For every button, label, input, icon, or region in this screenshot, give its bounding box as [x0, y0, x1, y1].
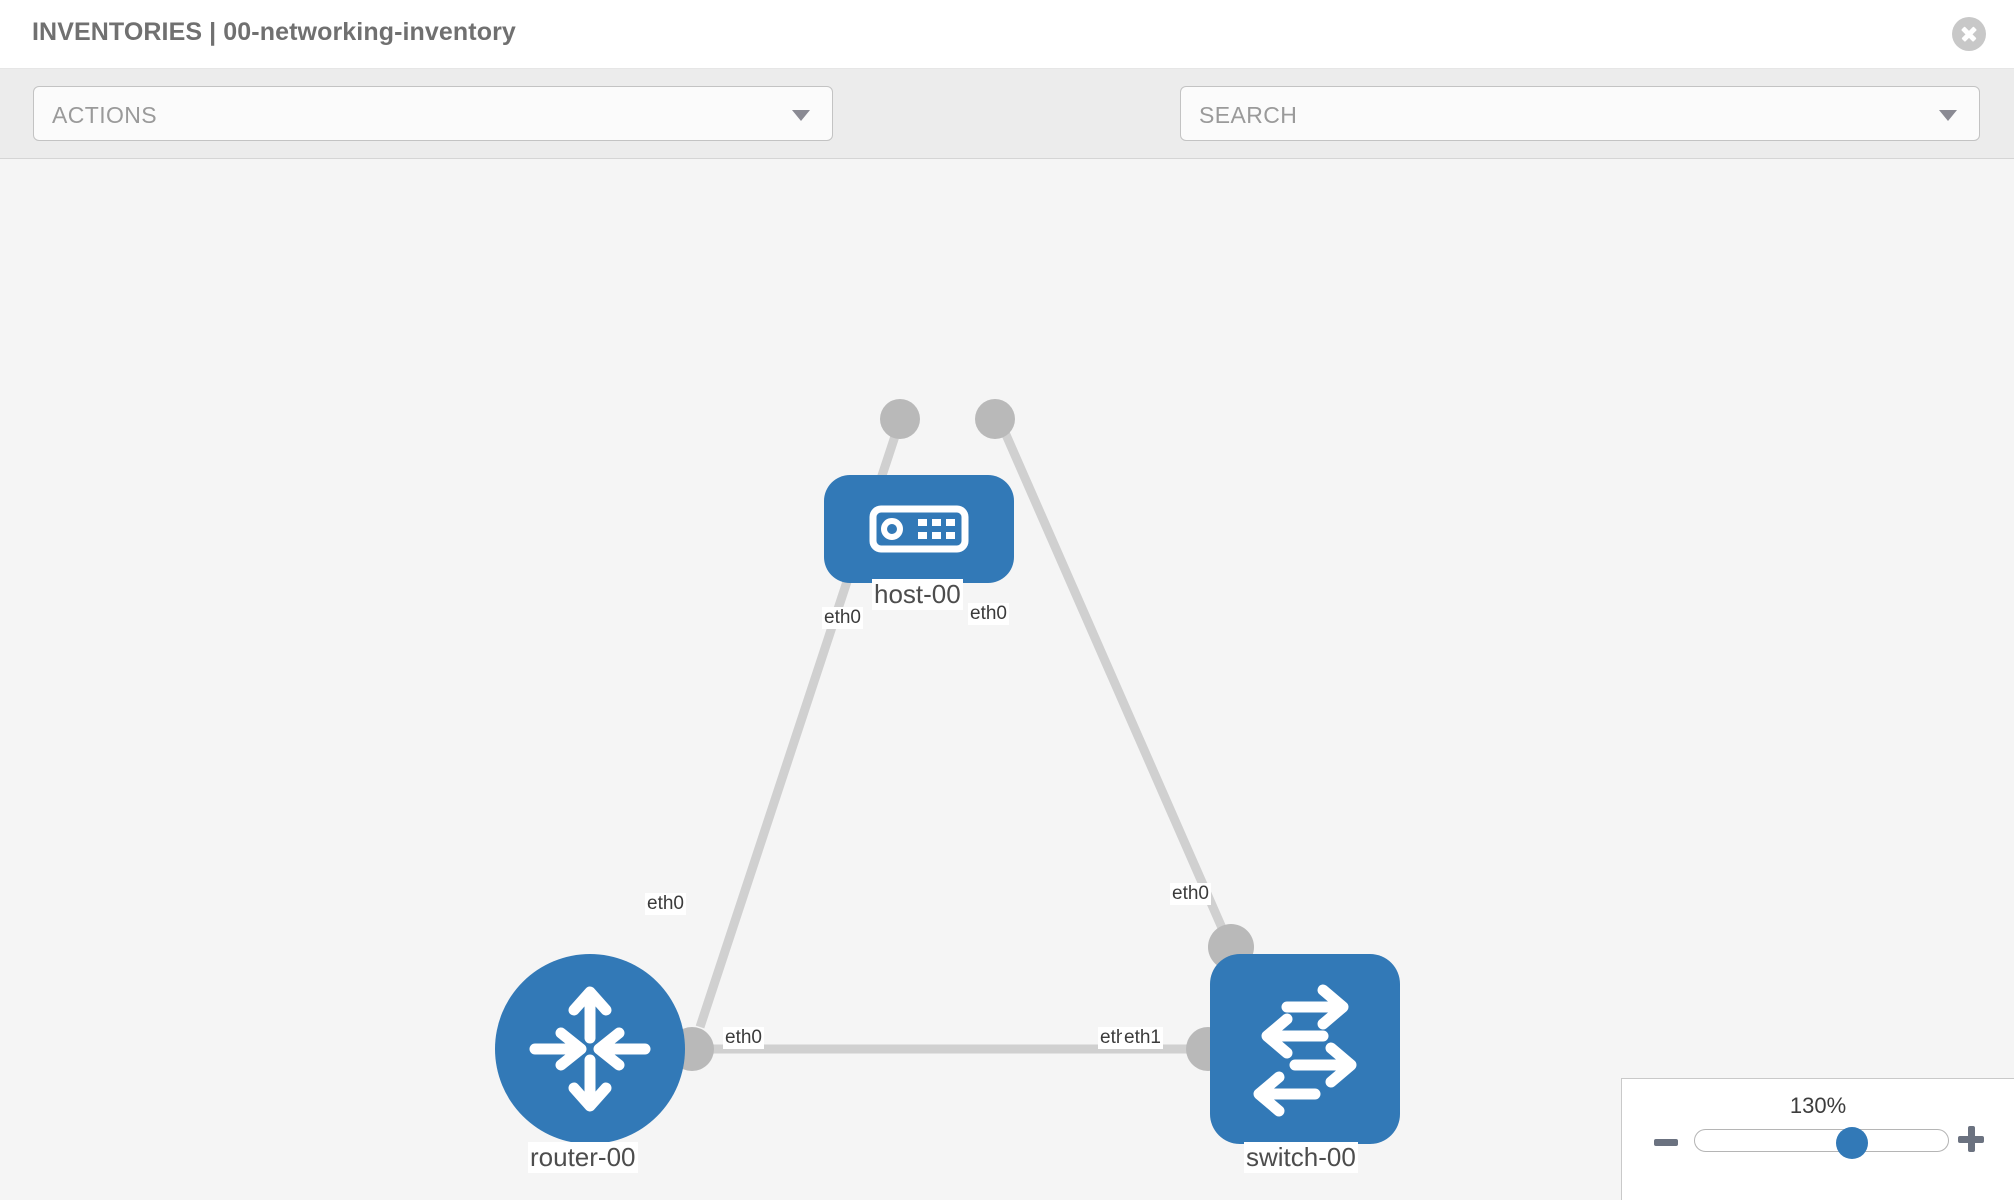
page-title: INVENTORIES | 00-networking-inventory	[32, 18, 516, 46]
zoom-control-panel: 130%	[1621, 1078, 2014, 1200]
topology-canvas[interactable]: host-00	[0, 159, 2014, 1200]
edge-label-router-up: eth0	[645, 893, 686, 915]
search-input[interactable]: SEARCH	[1180, 86, 1980, 141]
actions-dropdown-label: ACTIONS	[52, 102, 158, 128]
plus-icon-vertical	[1968, 1126, 1975, 1152]
chevron-down-icon	[792, 109, 810, 121]
connector-stub-host-left	[880, 399, 920, 439]
connector-stub-host-right	[975, 399, 1015, 439]
edge-label-switch-up: eth0	[1170, 883, 1211, 905]
topology-edges	[690, 419, 1245, 1054]
zoom-slider-thumb[interactable]	[1836, 1127, 1869, 1159]
zoom-in-button[interactable]	[1958, 1126, 1984, 1152]
server-icon	[869, 505, 969, 553]
node-router-00-label: router-00	[528, 1142, 638, 1173]
zoom-level-value: 130%	[1789, 1093, 1847, 1118]
edge-label-host-left: eth0	[822, 607, 863, 629]
edge-host-switch	[995, 419, 1245, 971]
page-header: INVENTORIES | 00-networking-inventory	[0, 0, 2014, 69]
search-input-placeholder: SEARCH	[1199, 102, 1298, 128]
close-icon[interactable]	[1952, 17, 1986, 51]
switch-arrows-icon	[1253, 984, 1357, 1117]
node-host-00-label: host-00	[872, 579, 963, 610]
edge-label-switch-left-b: eth1	[1122, 1027, 1163, 1049]
edge-label-router-right: eth0	[723, 1027, 764, 1049]
zoom-slider-track[interactable]	[1694, 1129, 1949, 1152]
node-switch-00-shape	[1210, 954, 1400, 1144]
node-host-00[interactable]: host-00	[824, 475, 1014, 610]
node-router-00-shape	[495, 954, 685, 1144]
router-arrows-icon	[529, 986, 651, 1112]
node-host-00-shape	[824, 475, 1014, 583]
edge-label-host-right: eth0	[968, 603, 1009, 625]
zoom-out-button[interactable]	[1654, 1139, 1678, 1146]
node-switch-00-label: switch-00	[1244, 1142, 1358, 1173]
toolbar: ACTIONS SEARCH	[0, 69, 2014, 201]
actions-dropdown[interactable]: ACTIONS	[33, 86, 833, 141]
chevron-down-icon	[1939, 109, 1957, 121]
node-switch-00[interactable]: switch-00	[1210, 954, 1400, 1173]
node-router-00[interactable]: router-00	[495, 954, 685, 1173]
